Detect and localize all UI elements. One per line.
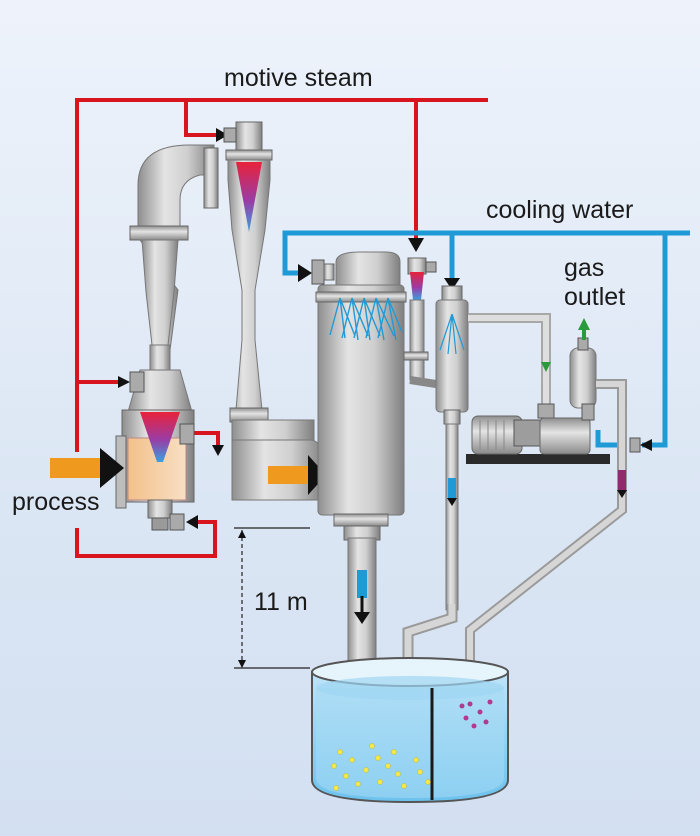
- height-dimension: [234, 527, 310, 669]
- cooling-water-label: cooling water: [486, 196, 634, 224]
- water-arrowheads: [298, 264, 652, 451]
- liquid-ring-pump: [465, 318, 641, 700]
- third-stage-ejector: [403, 257, 437, 388]
- motive-steam-lines: [75, 98, 488, 558]
- steam-arrowheads: [118, 128, 424, 529]
- second-stage-ejector: [223, 121, 326, 501]
- motive-steam-label: motive steam: [224, 64, 373, 92]
- height-label: 11 m: [254, 588, 308, 616]
- gas-outlet-label: gas outlet: [564, 254, 626, 311]
- process-label: process: [12, 488, 100, 516]
- process-inlet-arrow: [50, 448, 124, 488]
- first-stage-ejector: [115, 144, 219, 531]
- hotwell-tank: [311, 657, 509, 804]
